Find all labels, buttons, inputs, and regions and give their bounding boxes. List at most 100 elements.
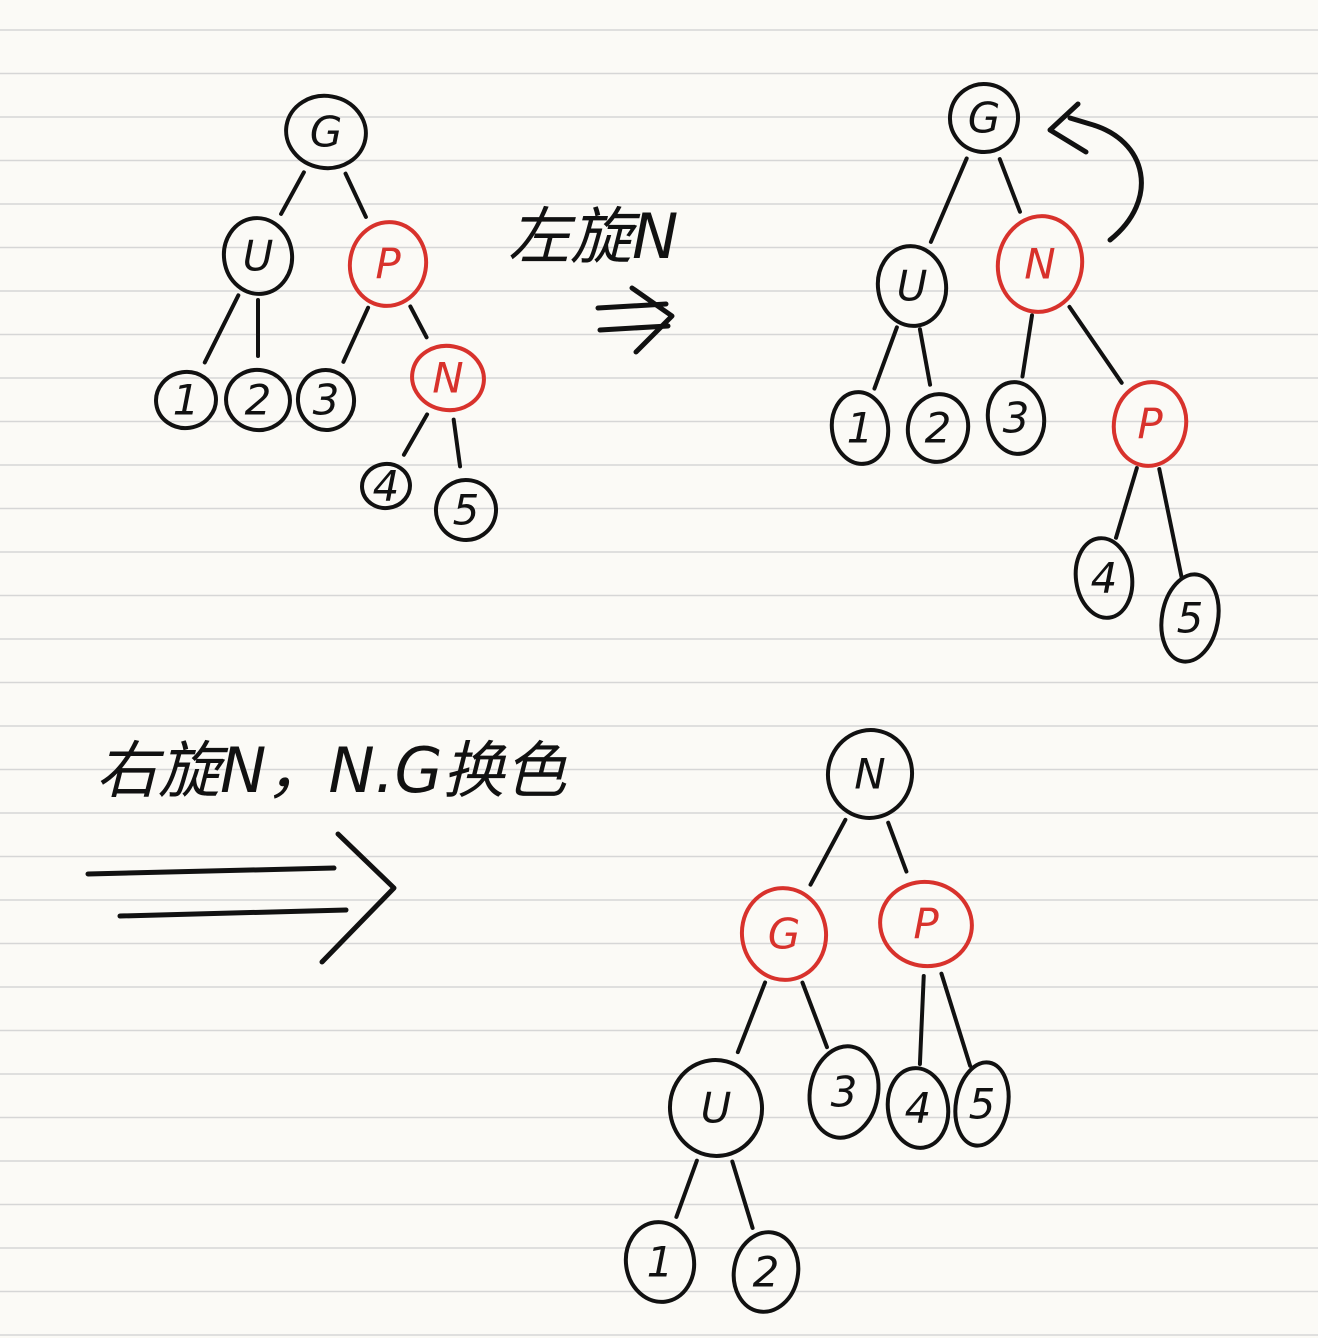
node-label: 3 — [831, 1068, 858, 1117]
node-circle — [1073, 536, 1135, 620]
edge-u-n2 — [917, 327, 933, 387]
node-label: 4 — [373, 462, 400, 511]
node-circle — [739, 886, 829, 982]
node-u: U — [875, 244, 949, 328]
node-label: 4 — [1091, 554, 1118, 603]
node-label: 2 — [245, 376, 272, 425]
node-label: 1 — [847, 404, 874, 453]
node-p: P — [878, 879, 974, 969]
node-n2: 2 — [905, 392, 971, 464]
edge-n-n5 — [451, 417, 463, 469]
node-circle — [295, 368, 357, 432]
node-label: U — [701, 1084, 732, 1133]
node-label: N — [432, 354, 463, 403]
node-p: P — [1111, 380, 1189, 468]
node-label: 5 — [969, 1080, 996, 1129]
node-circle — [807, 1044, 881, 1140]
node-u: U — [221, 216, 295, 296]
edge-g-u — [279, 170, 306, 216]
node-circle — [224, 367, 292, 433]
node-n4: 4 — [885, 1066, 951, 1150]
step1-double-arrow — [595, 285, 675, 355]
node-circle — [360, 461, 412, 511]
node-label: 5 — [453, 486, 480, 535]
node-n1: 1 — [623, 1220, 697, 1304]
node-label: P — [1137, 400, 1163, 449]
node-label: G — [310, 108, 343, 157]
node-label: 1 — [173, 376, 200, 425]
edge-n-p — [886, 820, 909, 874]
node-n4: 4 — [1073, 536, 1135, 620]
node-label: G — [968, 94, 1001, 143]
node-n2: 2 — [731, 1230, 801, 1314]
node-n4: 4 — [360, 461, 412, 511]
step1-annotation: 左旋N — [508, 200, 678, 273]
edge-p-n5 — [1157, 467, 1184, 579]
node-label: 3 — [313, 376, 340, 425]
node-label: U — [243, 232, 274, 281]
notebook-rule-lines — [0, 29, 1318, 1336]
node-circle — [347, 220, 429, 308]
node-circle — [1159, 572, 1221, 664]
edge-u-n1 — [674, 1158, 699, 1219]
edge-u-n2 — [730, 1159, 755, 1230]
edge-g-n3 — [800, 980, 829, 1050]
rotation-curved-arrow — [1047, 101, 1144, 243]
edge-u-n1 — [872, 325, 899, 391]
edge-u-n1 — [202, 293, 241, 365]
node-label: U — [897, 262, 928, 311]
edge-n-n4 — [401, 412, 430, 457]
node-label: 4 — [905, 1084, 932, 1133]
node-label: N — [854, 750, 885, 799]
node-label: P — [375, 240, 401, 289]
node-g: G — [948, 82, 1020, 154]
node-circle — [905, 392, 971, 464]
edge-g-u — [735, 980, 768, 1055]
node-circle — [948, 82, 1020, 154]
node-circle — [221, 216, 295, 296]
node-circle — [995, 214, 1085, 314]
edge-n-p — [1067, 304, 1124, 385]
node-n5: 5 — [1159, 572, 1221, 664]
node-circle — [434, 478, 498, 542]
node-circle — [825, 728, 915, 820]
edge-n-n3 — [1020, 313, 1034, 379]
edge-n-g — [808, 817, 848, 887]
node-n1: 1 — [829, 390, 891, 466]
node-label: 2 — [925, 404, 952, 453]
node-n5: 5 — [434, 478, 498, 542]
node-n3: 3 — [807, 1044, 881, 1140]
step2-annotation: 右旋N，N.G换色 — [96, 734, 568, 807]
node-circle — [284, 93, 368, 171]
node-n: N — [410, 343, 486, 413]
node-circle — [885, 1066, 951, 1150]
edge-g-u — [928, 156, 969, 244]
node-n1: 1 — [154, 369, 218, 431]
node-n: N — [995, 214, 1085, 314]
edge-p-n — [408, 304, 429, 340]
node-circle — [410, 343, 486, 413]
node-circle — [623, 1220, 697, 1304]
node-label: 1 — [647, 1238, 674, 1287]
edge-g-p — [343, 171, 368, 219]
node-n3: 3 — [985, 380, 1047, 456]
node-g: G — [739, 886, 829, 982]
node-circle — [731, 1230, 801, 1314]
step2-double-arrow — [85, 831, 397, 965]
node-circle — [953, 1060, 1011, 1148]
node-circle — [875, 244, 949, 328]
edge-p-n4 — [917, 973, 926, 1067]
node-circle — [878, 879, 974, 969]
edge-g-n — [997, 157, 1022, 214]
node-label: P — [913, 900, 939, 949]
node-n2: 2 — [224, 367, 292, 433]
node-u: U — [667, 1058, 765, 1158]
node-g: G — [284, 93, 368, 171]
edge-p-n5 — [939, 971, 973, 1068]
node-circle — [1111, 380, 1189, 468]
node-n: N — [825, 728, 915, 820]
node-circle — [154, 369, 218, 431]
edge-p-n3 — [341, 305, 371, 364]
